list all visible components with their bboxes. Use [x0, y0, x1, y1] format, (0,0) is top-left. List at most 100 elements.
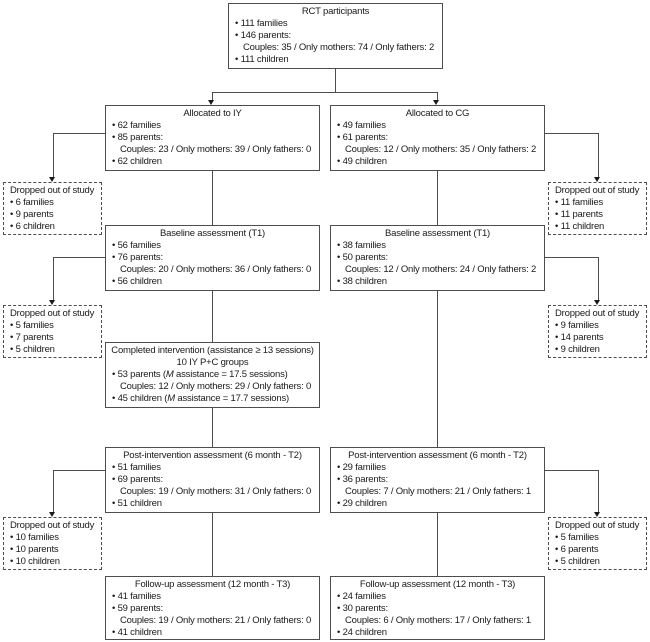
connector-post-iy-to-drop3-vertical: [53, 470, 54, 512]
box-subtitle: 10 IY P+C groups: [176, 357, 249, 368]
line-parents: • 76 parents:: [112, 252, 163, 263]
line-parents: • 30 parents:: [337, 603, 388, 614]
line-families: • 24 families: [337, 591, 386, 602]
box-rct-participants: RCT participants • 111 families • 146 pa…: [228, 3, 443, 69]
box-title: RCT participants: [301, 6, 370, 17]
box-allocated-iy: Allocated to IY • 62 families • 85 paren…: [105, 105, 320, 171]
mean-symbol: M: [167, 393, 175, 404]
connector-split-to-iy: [212, 92, 213, 100]
box-dropped-1-right: Dropped out of study • 11 families • 11 …: [548, 182, 647, 235]
box-title: Dropped out of study: [10, 520, 95, 531]
line-children: • 62 children: [112, 156, 162, 167]
box-dropped-1-left: Dropped out of study • 6 families • 9 pa…: [3, 182, 102, 235]
line-parents-breakdown: Couples: 7 / Only mothers: 21 / Only fat…: [345, 486, 531, 497]
line-parents-breakdown: Couples: 6 / Only mothers: 17 / Only fat…: [345, 615, 531, 626]
arrowhead-into-drop3-left: [49, 512, 55, 517]
line-families: • 5 families: [10, 320, 54, 331]
box-title: Dropped out of study: [10, 185, 95, 196]
line-families: • 29 families: [337, 462, 386, 473]
line-parents: • 61 parents:: [337, 132, 388, 143]
connector-iy-to-baseline: [212, 171, 213, 225]
line-children: • 49 children: [337, 156, 387, 167]
line-children: • 9 children: [555, 344, 600, 355]
connector-top-to-split: [335, 69, 336, 92]
connector-baseline-cg-to-post: [437, 291, 438, 447]
line-families: • 5 families: [555, 532, 599, 543]
line-children: • 29 children: [337, 498, 387, 509]
line-parents: • 7 parents: [10, 332, 54, 343]
line-parents: • 14 parents: [555, 332, 604, 343]
line-families: • 51 families: [112, 462, 161, 473]
text-part: assistance = 17.5 sessions): [173, 369, 288, 380]
line-children: • 5 children: [10, 344, 55, 355]
line-children: • 45 children (M assistance = 17.7 sessi…: [110, 393, 315, 405]
line-children: • 5 children: [555, 556, 600, 567]
connector-cg-to-drop1-vertical: [598, 133, 599, 177]
arrowhead-into-drop3-right: [594, 512, 600, 517]
arrowhead-into-drop2-right: [594, 300, 600, 305]
box-title: Allocated to IY: [183, 108, 242, 119]
mean-symbol: M: [165, 369, 174, 380]
connector-cg-to-baseline: [437, 171, 438, 225]
box-title: Completed intervention (assistance ≥ 13 …: [111, 345, 314, 356]
line-parents-breakdown: Couples: 19 / Only mothers: 31 / Only fa…: [120, 486, 312, 497]
line-parents: • 36 parents:: [337, 474, 388, 485]
arrowhead-into-drop1-left: [49, 177, 55, 182]
line-families: • 56 families: [112, 240, 161, 251]
line-parents: • 10 parents: [10, 544, 59, 555]
line-families: • 111 families: [235, 18, 288, 29]
line-children: • 41 children: [112, 627, 162, 638]
line-parents: • 146 parents:: [235, 30, 291, 41]
line-children: • 6 children: [10, 221, 55, 232]
line-parents: • 85 parents:: [112, 132, 163, 143]
connector-iy-to-drop1-vertical: [53, 133, 54, 177]
line-parents-breakdown: Couples: 12 / Only mothers: 35 / Only fa…: [345, 144, 537, 155]
box-title: Baseline assessment (T1): [159, 228, 266, 239]
text-part: • 53 parents (: [112, 369, 166, 380]
line-families: • 41 families: [112, 591, 161, 602]
line-families: • 9 families: [555, 320, 599, 331]
line-children: • 56 children: [112, 276, 162, 287]
line-parents: • 6 parents: [555, 544, 599, 555]
line-families: • 11 families: [555, 197, 604, 208]
line-children: • 24 children: [337, 627, 387, 638]
connector-post-cg-to-followup: [437, 513, 438, 576]
line-parents: • 11 parents: [555, 209, 603, 220]
box-followup-cg: Follow-up assessment (12 month - T3) • 2…: [330, 576, 545, 640]
connector-baseline-iy-to-drop2-vertical: [53, 257, 54, 300]
line-children: • 111 children: [235, 54, 289, 65]
box-followup-iy: Follow-up assessment (12 month - T3) • 4…: [105, 576, 320, 640]
line-families: • 10 families: [10, 532, 59, 543]
line-families: • 38 families: [337, 240, 386, 251]
box-allocated-cg: Allocated to CG • 49 families • 61 paren…: [330, 105, 545, 171]
line-parents: • 59 parents:: [112, 603, 163, 614]
box-baseline-iy: Baseline assessment (T1) • 56 families •…: [105, 225, 320, 291]
arrowhead-into-drop1-right: [594, 177, 600, 182]
connector-post-cg-to-drop3-horizontal: [545, 470, 598, 471]
line-parents-breakdown: Couples: 35 / Only mothers: 74 / Only fa…: [243, 42, 435, 53]
box-title: Dropped out of study: [555, 520, 640, 531]
box-title: Baseline assessment (T1): [384, 228, 491, 239]
connector-baseline-cg-to-drop2-horizontal: [545, 257, 598, 258]
connector-baseline-iy-to-completed: [212, 291, 213, 342]
line-parents-breakdown: Couples: 12 / Only mothers: 24 / Only fa…: [345, 264, 537, 275]
box-dropped-3-left: Dropped out of study • 10 families • 10 …: [3, 517, 102, 570]
box-completed-intervention: Completed intervention (assistance ≥ 13 …: [105, 342, 320, 408]
box-title: Follow-up assessment (12 month - T3): [359, 579, 516, 590]
line-parents-breakdown: Couples: 12 / Only mothers: 29 / Only fa…: [120, 381, 312, 392]
line-children: • 10 children: [10, 556, 60, 567]
line-parents-breakdown: Couples: 19 / Only mothers: 21 / Only fa…: [120, 615, 312, 626]
connector-split-to-cg: [437, 92, 438, 100]
box-post-intervention-cg: Post-intervention assessment (6 month - …: [330, 447, 545, 513]
line-children: • 51 children: [112, 498, 162, 509]
box-dropped-2-left: Dropped out of study • 5 families • 7 pa…: [3, 305, 102, 358]
line-parents-breakdown: Couples: 20 / Only mothers: 36 / Only fa…: [120, 264, 312, 275]
line-families: • 6 families: [10, 197, 54, 208]
arrowhead-into-drop2-left: [49, 300, 55, 305]
box-title: Dropped out of study: [555, 185, 640, 196]
connector-iy-to-drop1-horizontal: [53, 133, 105, 134]
text-part: assistance = 17.7 sessions): [174, 393, 289, 404]
box-baseline-cg: Baseline assessment (T1) • 38 families •…: [330, 225, 545, 291]
connector-baseline-iy-to-drop2-horizontal: [53, 257, 105, 258]
